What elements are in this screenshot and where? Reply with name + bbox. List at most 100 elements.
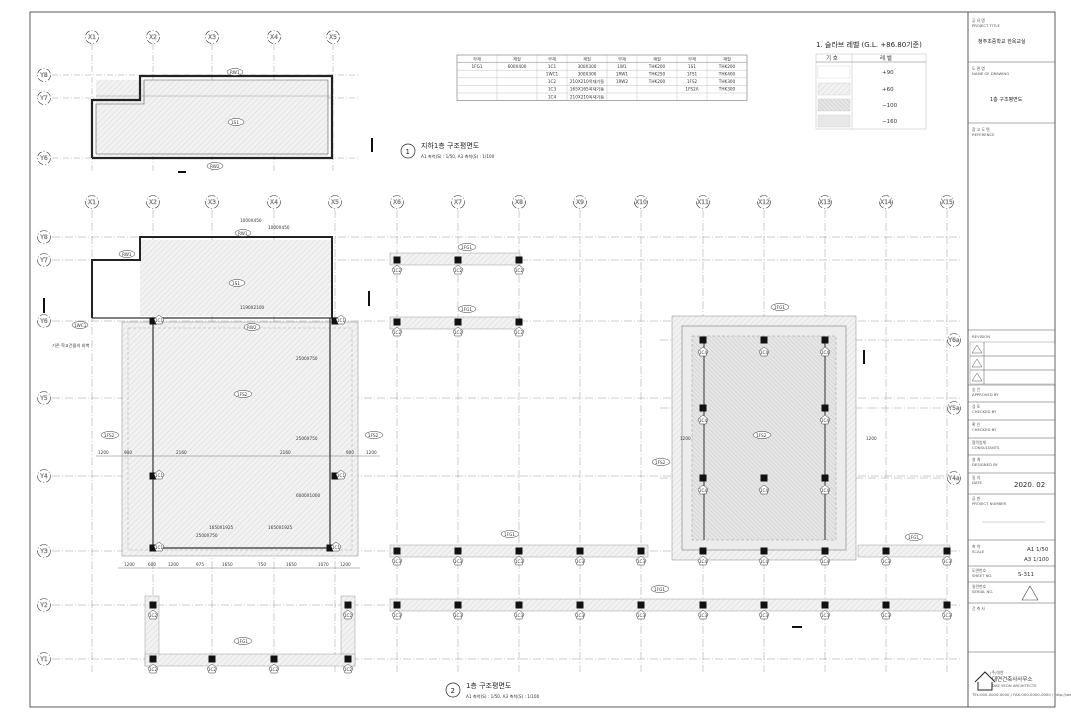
schedule-cell: THK250 [648, 72, 666, 77]
tb-firm-small: (주)대연 [990, 670, 1004, 675]
tag-main-slab: 1S1 [232, 281, 240, 286]
tb-ref-label-ko: 참 고 도 면 [972, 127, 990, 132]
svg-text:1C4: 1C4 [699, 350, 708, 355]
schedule-cell: 부재 [618, 55, 626, 62]
column-37: 1C2 [206, 655, 218, 674]
serial-triangle-icon [1021, 585, 1039, 601]
tb-sheet-ko: 도면번호 [972, 568, 986, 573]
svg-text:1C2: 1C2 [393, 330, 402, 335]
grid-x3: X3 [205, 195, 219, 209]
tb-scale-en: SCALE [972, 549, 985, 554]
tb-approved-ko: 승 인 [972, 387, 981, 392]
tag-corridor-fg1d: 1FG1 [654, 587, 665, 592]
column-5: 1C2 [513, 318, 525, 337]
column-40: 1C1 [149, 314, 165, 325]
grid-y4-label: Y4 [39, 473, 48, 480]
column-19: 1C3 [574, 601, 586, 620]
tag-left-fs2: 1FS2 [104, 433, 115, 438]
tb-checked-ko: 검 토 [972, 404, 981, 409]
tag-main-fs2: 1FS2 [237, 392, 248, 397]
grid-x2-label: X2 [149, 199, 157, 206]
column-13: 1C4 [819, 547, 831, 566]
basement-grid-y6-label: Y6 [39, 155, 48, 162]
tb-drawing-label-en: NAME OF DRAWING [972, 71, 1009, 76]
dim-opening-5: 2500X750 [296, 436, 318, 441]
grid-y1: Y1 [37, 652, 51, 666]
grid-x9-label: X9 [576, 199, 584, 206]
grid-y5: Y5 [37, 391, 51, 405]
schedule-cell: 1C4 [548, 94, 557, 99]
grid-y5a-label: Y5a [947, 405, 959, 412]
tb-checked2-ko: 확 인 [972, 422, 981, 427]
basement-grid-x4-label: X4 [270, 34, 278, 41]
grid-y8: Y8 [37, 230, 51, 244]
grid-y1-label: Y1 [39, 656, 48, 663]
column-15: 1C3 [941, 547, 953, 566]
slab-legend-col-level: 레 벨 [880, 54, 892, 62]
column-35: 1C2 [342, 601, 354, 620]
schedule-cell: 1FS1 [687, 72, 698, 77]
dim-opening-4: 2500X750 [296, 356, 318, 361]
schedule-cell: 1C3 [548, 87, 557, 92]
tb-firm-en: DAE YEON ARCHITECTS [992, 683, 1037, 688]
tb-drawing-value: 1층 구조평면도 [990, 96, 1023, 103]
svg-text:1C2: 1C2 [149, 667, 158, 672]
grid-x7-label: X7 [454, 199, 462, 206]
column-18: 1C3 [513, 601, 525, 620]
svg-text:1C3: 1C3 [760, 613, 769, 618]
tb-note-label: 건 축 사 [972, 606, 985, 611]
svg-text:1C2: 1C2 [515, 330, 524, 335]
basement-grid-x4: X4 [267, 30, 281, 44]
schedule-cell: 1FS2 [687, 79, 698, 84]
svg-text:1C2: 1C2 [344, 613, 353, 618]
left-slab-lower [121, 321, 359, 557]
tb-ref-label-en: REFERENCE [972, 132, 995, 137]
firm-logo-icon [974, 671, 996, 691]
tb-serial-en: SERIAL NO. [972, 589, 993, 594]
column-7: 1C3 [452, 547, 464, 566]
svg-text:1C4: 1C4 [699, 559, 708, 564]
basement-grid-y6: Y6 [37, 151, 51, 165]
column-26: 1C4 [697, 336, 709, 357]
first-plan-name: 1층 구조평면도 [466, 681, 512, 690]
basement-grid-x5-label: X5 [329, 34, 337, 41]
svg-text:1C1: 1C1 [332, 545, 341, 550]
svg-text:1C2: 1C2 [149, 613, 158, 618]
schedule-cell: 재질 [583, 55, 591, 62]
tag-basement-rw2: RW2 [210, 164, 220, 169]
column-39: 1C2 [342, 655, 354, 674]
schedule-cell: 1WC1 [546, 72, 559, 77]
tag-right-fs2: 1FS2 [368, 433, 379, 438]
basement-plan-scale: A1 축척(S) : 1/50, A3 축척(S) : 1/100 [421, 153, 495, 160]
grid-y4: Y4 [37, 469, 51, 483]
tb-checked-en: CHECKED BY [972, 409, 997, 414]
svg-text:1C2: 1C2 [344, 667, 353, 672]
tag-corridor-fg1b: 1FG1 [461, 307, 472, 312]
grid-x5-label: X5 [331, 199, 339, 206]
dim-bottom: 1200 [168, 562, 179, 567]
grid-x12-label: X12 [758, 199, 770, 206]
tag-wc1: 1WC1 [74, 323, 87, 328]
basement-plan-name: 지하1층 구조평면도 [421, 141, 480, 150]
column-36: 1C2 [147, 655, 159, 674]
grid-x11: X11 [696, 195, 710, 209]
column-11: 1C4 [697, 547, 709, 566]
basement-grid-y8: Y8 [37, 68, 51, 82]
schedule-cell: 210X210목재기둥 [570, 93, 604, 100]
schedule-cell: 재질 [513, 55, 521, 62]
dim-bottom: 750 [258, 562, 266, 567]
basement-grid-x1-label: X1 [88, 34, 96, 41]
grid-x15-label: X15 [941, 199, 953, 206]
grid-x11-label: X11 [697, 199, 709, 206]
column-45: 1C1 [326, 541, 342, 552]
tb-approved-en: APPROVED BY [972, 392, 999, 397]
existing-wall-note: 기존 학교건물의 외벽 [52, 342, 89, 349]
tb-designed-ko: 설 계 [972, 457, 981, 462]
schedule-cell: THK400 [718, 72, 736, 77]
basement-grid-y7: Y7 [37, 91, 51, 105]
grid-y6: Y6 [37, 314, 51, 328]
column-43: 1C1 [331, 469, 347, 480]
grid-x4-label: X4 [270, 199, 278, 206]
svg-text:1C4: 1C4 [821, 350, 830, 355]
